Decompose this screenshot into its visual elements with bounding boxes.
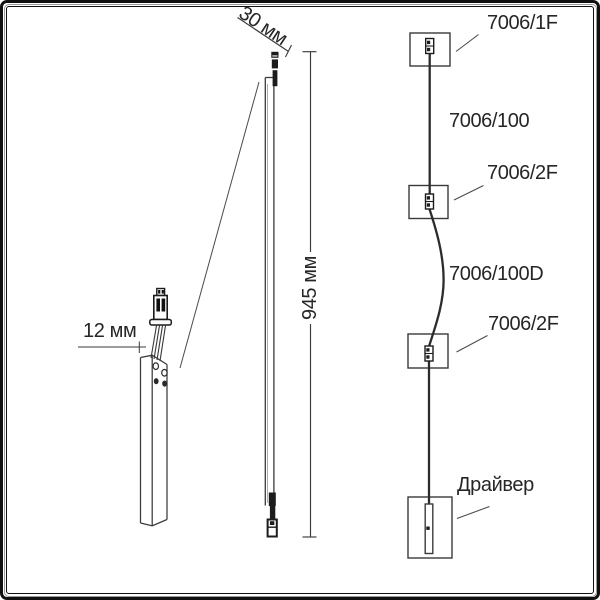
fixture-bottom-connector — [266, 492, 278, 538]
connector-icon-low — [424, 345, 434, 362]
part-label-7006-2f-lower: 7006/2F — [488, 313, 559, 335]
driver-unit — [424, 503, 434, 555]
label-leaders — [453, 34, 490, 519]
part-label-7006-100d: 7006/100D — [449, 263, 544, 285]
end-detail-view — [139, 287, 173, 527]
detail-wires — [150, 325, 167, 362]
part-label-7006-2f-upper: 7006/2F — [487, 162, 558, 184]
driver-label: Драйвер — [457, 474, 534, 496]
part-label-7006-100: 7006/100 — [449, 110, 530, 132]
dimension-945mm-label: 945 мм — [299, 251, 321, 325]
part-label-7006-1f: 7006/1F — [487, 12, 558, 34]
flex-cable-curve — [427, 208, 445, 348]
dimension-12mm — [78, 341, 146, 353]
fixture-full-view — [264, 51, 279, 538]
connector-icon-mid — [424, 193, 435, 210]
profile-holes — [152, 362, 168, 387]
detail-connector-plug — [149, 287, 173, 326]
dimension-30mm — [237, 17, 293, 58]
connector-icon-top — [425, 37, 435, 55]
detail-leader-line — [179, 81, 260, 369]
assembly-schematic — [407, 32, 490, 559]
dimension-12mm-label: 12 мм — [83, 320, 137, 342]
fixture-top-connector — [271, 51, 279, 87]
